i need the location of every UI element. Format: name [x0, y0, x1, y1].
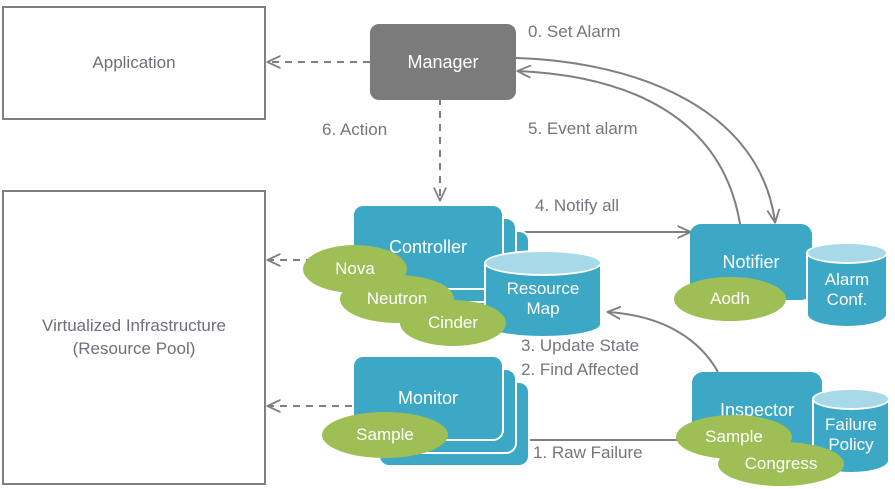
failure-policy-cylinder-top: [812, 388, 890, 410]
edge-label-find-affected: 2. Find Affected: [521, 360, 639, 379]
component-sample-monitor: Sample: [322, 412, 448, 458]
inspector-label: Inspector: [719, 399, 795, 420]
manager-box: Manager: [370, 24, 516, 100]
notifier-label: Notifier: [722, 251, 780, 272]
failure-policy-label-line2: Policy: [828, 435, 874, 455]
controller-label: Controller: [388, 236, 468, 257]
application-box: Application: [2, 6, 266, 120]
neutron-label: Neutron: [366, 289, 428, 308]
edge-label-set-alarm: 0. Set Alarm: [528, 22, 621, 41]
aodh-label: Aodh: [710, 289, 750, 308]
infrastructure-label-line2: (Resource Pool): [72, 338, 196, 358]
sample-inspector-label: Sample: [705, 427, 763, 446]
infrastructure-label-line1: Virtualized Infrastructure: [42, 315, 226, 335]
alarm-conf-datastore: Alarm Conf.: [806, 242, 888, 328]
alarm-conf-label: Alarm Conf.: [806, 270, 888, 311]
application-label: Application: [92, 52, 176, 72]
edge-label-action: 6. Action: [322, 120, 388, 139]
failure-policy-label: Failure Policy: [812, 415, 890, 456]
edge-label-raw-failure: 1. Raw Failure: [533, 443, 643, 462]
failure-policy-label-line1: Failure: [825, 415, 877, 434]
alarm-conf-cylinder-top: [806, 242, 888, 264]
alarm-conf-label-line1: Alarm: [824, 270, 870, 289]
manager-label: Manager: [407, 51, 479, 72]
sample-monitor-label: Sample: [356, 425, 414, 444]
monitor-label: Monitor: [397, 387, 459, 408]
congress-label: Congress: [744, 454, 818, 473]
component-aodh: Aodh: [674, 277, 786, 321]
failure-policy-datastore: Failure Policy: [812, 388, 890, 474]
edge-label-event-alarm: 5. Event alarm: [528, 119, 638, 138]
nova-label: Nova: [335, 259, 375, 278]
component-congress: Congress: [718, 442, 844, 486]
resource-map-label: Resource Map: [484, 279, 602, 320]
resource-map-label-line1: Resource: [506, 279, 580, 298]
edge-label-notify-all: 4. Notify all: [535, 196, 620, 215]
component-cinder: Cinder: [400, 300, 506, 346]
edge-label-update-state: 3. Update State: [521, 336, 640, 355]
infrastructure-box: Virtualized Infrastructure (Resource Poo…: [2, 190, 266, 485]
resource-map-cylinder-top: [484, 250, 602, 276]
alarm-conf-label-line2: Conf.: [826, 290, 868, 310]
resource-map-datastore: Resource Map: [484, 250, 602, 338]
cinder-label: Cinder: [427, 313, 479, 332]
alarm-conf-cylinder-body: [806, 253, 888, 328]
resource-map-label-line2: Map: [526, 299, 560, 319]
